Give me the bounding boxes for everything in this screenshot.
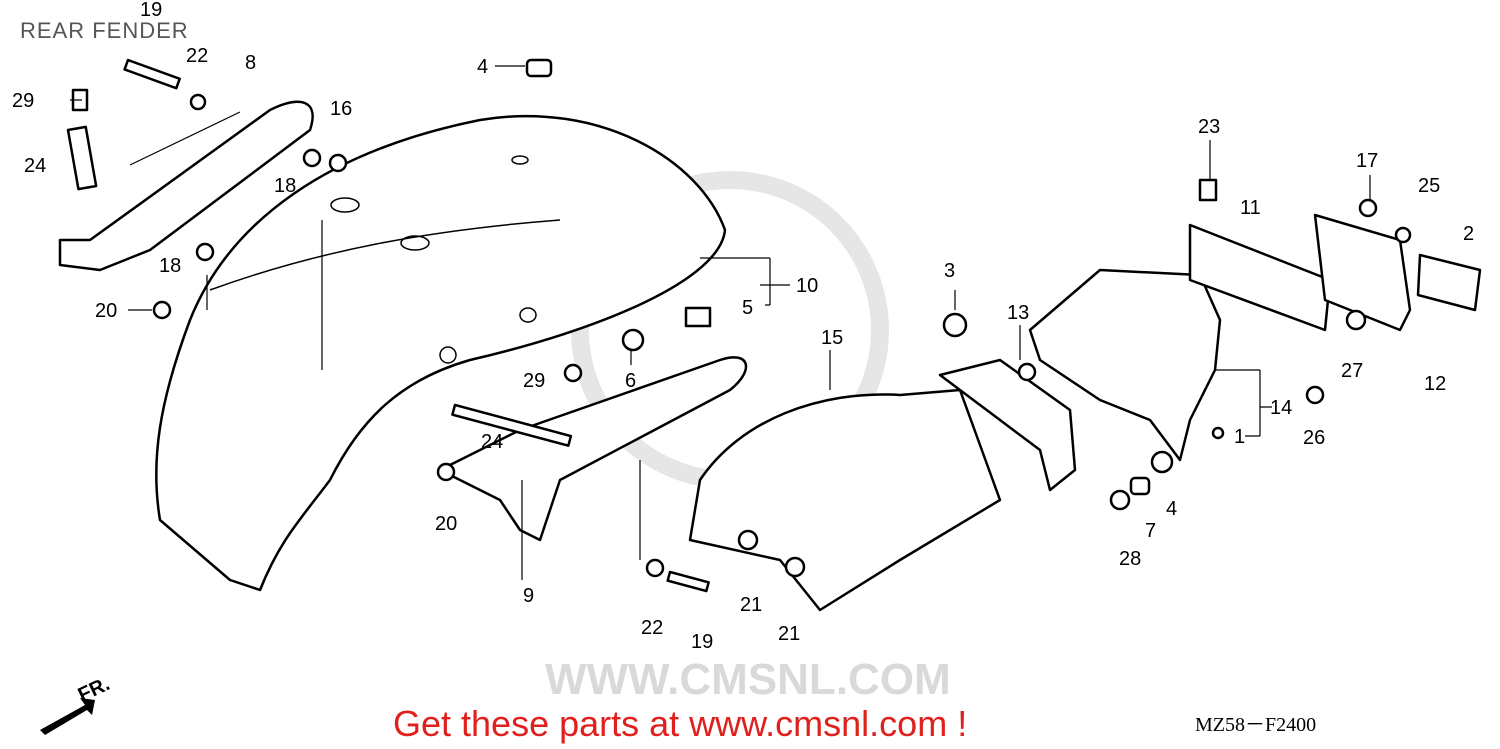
callout: 18 (274, 175, 296, 197)
callout: 26 (1303, 427, 1325, 449)
callout: 20 (95, 300, 117, 322)
callout: 14 (1270, 397, 1292, 419)
callout: 24 (24, 155, 46, 177)
callout: 12 (1424, 373, 1446, 395)
callout: 28 (1119, 548, 1141, 570)
rail-part-9[interactable] (438, 356, 748, 542)
callout: 7 (1145, 520, 1156, 542)
callout: 21 (740, 594, 762, 616)
callout: 4 (477, 56, 488, 78)
callout: 20 (435, 513, 457, 535)
callouts: 19 22 8 29 16 24 18 18 20 4 23 17 25 11 … (12, 0, 1474, 653)
callout: 15 (821, 327, 843, 349)
callout: 27 (1341, 360, 1363, 382)
callout: 10 (796, 275, 818, 297)
reflector-2[interactable] (1416, 253, 1482, 312)
callout: 22 (641, 617, 663, 639)
callout: 4 (1166, 498, 1177, 520)
fasteners (66, 58, 1412, 593)
leader-lines (70, 65, 1371, 580)
callout: 19 (691, 631, 713, 653)
bracket-15[interactable] (938, 358, 1077, 492)
callout: 19 (140, 0, 162, 21)
callout: 22 (186, 45, 208, 67)
promo-link[interactable]: Get these parts at www.cmsnl.com ! (393, 703, 968, 744)
callout: 16 (330, 98, 352, 120)
callout: 6 (625, 370, 636, 392)
callout: 23 (1198, 116, 1220, 138)
callout: 21 (778, 623, 800, 645)
callout: 13 (1007, 302, 1029, 324)
watermark: WWW.CMSNL.COM (545, 655, 951, 704)
callout: 29 (12, 90, 34, 112)
rail-part-8[interactable] (58, 100, 314, 272)
callout: 25 (1418, 175, 1440, 197)
callout: 11 (1240, 197, 1261, 219)
callout: 17 (1356, 150, 1378, 172)
callout: 5 (742, 297, 753, 319)
inner-fender-15[interactable] (688, 388, 1002, 612)
callout: 1 (1234, 426, 1245, 448)
callout: 24 (481, 431, 503, 453)
callout: 2 (1463, 223, 1474, 245)
callout: 9 (523, 585, 534, 607)
plate-12[interactable] (1313, 213, 1412, 332)
callout: 8 (245, 52, 256, 74)
plate-11[interactable] (1188, 223, 1332, 332)
callout: 3 (944, 260, 955, 282)
diagram-code: MZ58－F2400 (1195, 714, 1317, 736)
callout: 29 (523, 370, 545, 392)
license-bracket-14[interactable] (1028, 268, 1222, 462)
diagram-title: REAR FENDER (20, 18, 189, 43)
front-label: FR. (75, 673, 113, 707)
callout: 18 (159, 255, 181, 277)
front-arrow-icon: FR. (40, 673, 113, 735)
